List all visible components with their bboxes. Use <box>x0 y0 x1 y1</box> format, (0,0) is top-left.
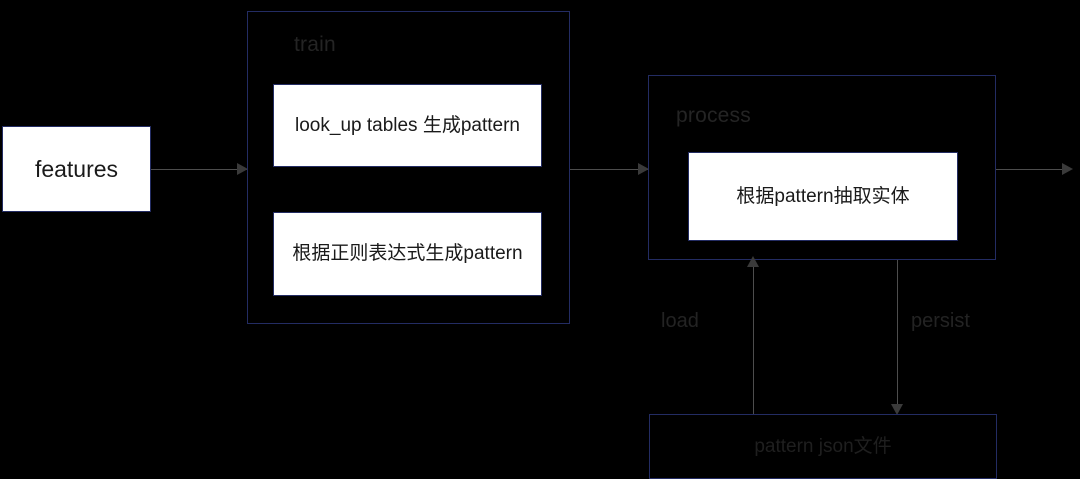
edge-process-to-output-arrowhead <box>1062 163 1073 175</box>
edge-load <box>753 265 754 415</box>
node-features[interactable]: features <box>2 126 151 212</box>
edge-load-label: load <box>661 310 699 332</box>
node-features-label: features <box>34 155 119 182</box>
edge-train-to-process <box>570 169 648 170</box>
node-extract-entity[interactable]: 根据pattern抽取实体 <box>688 152 958 241</box>
node-regex-pattern[interactable]: 根据正则表达式生成pattern <box>273 212 542 296</box>
edge-train-to-process-arrowhead <box>638 163 649 175</box>
edge-features-to-train-arrowhead <box>237 163 248 175</box>
node-lookup-tables[interactable]: look_up tables 生成pattern <box>273 84 542 167</box>
node-extract-entity-label: 根据pattern抽取实体 <box>736 185 910 207</box>
edge-persist-label: persist <box>911 310 970 332</box>
edge-persist-arrowhead <box>891 404 903 415</box>
node-pattern-file-label: pattern json文件 <box>754 435 892 457</box>
group-process-title: process <box>676 104 751 127</box>
group-train-title: train <box>294 33 336 56</box>
group-process[interactable] <box>648 75 996 260</box>
node-regex-pattern-label: 根据正则表达式生成pattern <box>292 243 523 265</box>
group-train[interactable] <box>247 11 570 324</box>
edge-load-arrowhead <box>747 256 759 267</box>
edge-features-to-train <box>151 169 247 170</box>
node-pattern-file[interactable]: pattern json文件 <box>649 414 997 479</box>
edge-process-to-output <box>996 169 1068 170</box>
edge-persist <box>897 260 898 405</box>
node-lookup-tables-label: look_up tables 生成pattern <box>295 114 520 136</box>
